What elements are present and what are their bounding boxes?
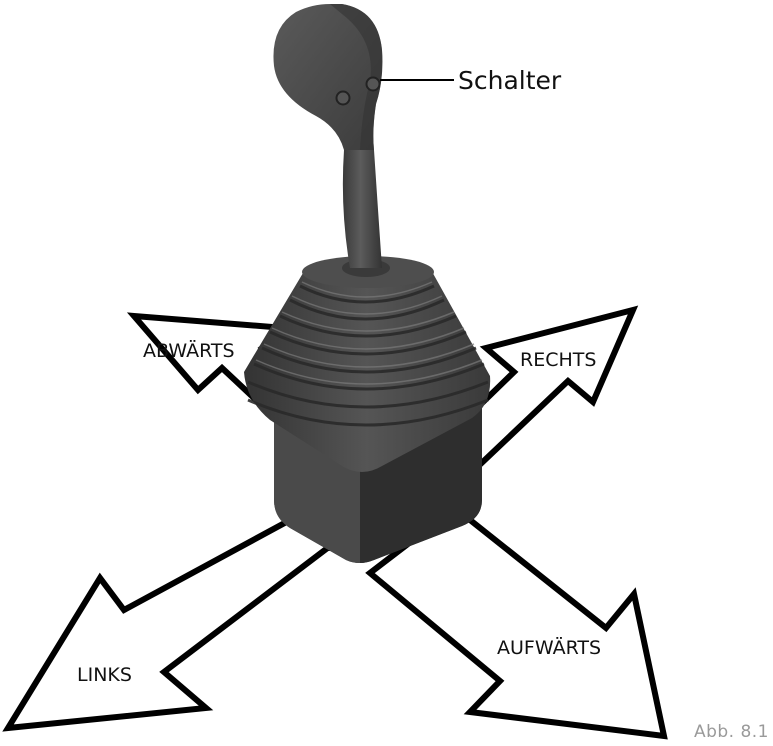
label-schalter: Schalter xyxy=(458,66,562,95)
label-abwaerts: ABWÄRTS xyxy=(143,339,235,362)
figure-caption: Abb. 8.1 xyxy=(693,722,769,742)
label-rechts: RECHTS xyxy=(520,349,596,371)
arrow-links xyxy=(2,502,343,732)
arrow-aufwaerts xyxy=(365,504,668,740)
label-links: LINKS xyxy=(77,664,132,686)
label-aufwaerts: AUFWÄRTS xyxy=(497,636,601,659)
joystick-icon xyxy=(244,4,491,563)
switch-buttons xyxy=(335,76,381,106)
